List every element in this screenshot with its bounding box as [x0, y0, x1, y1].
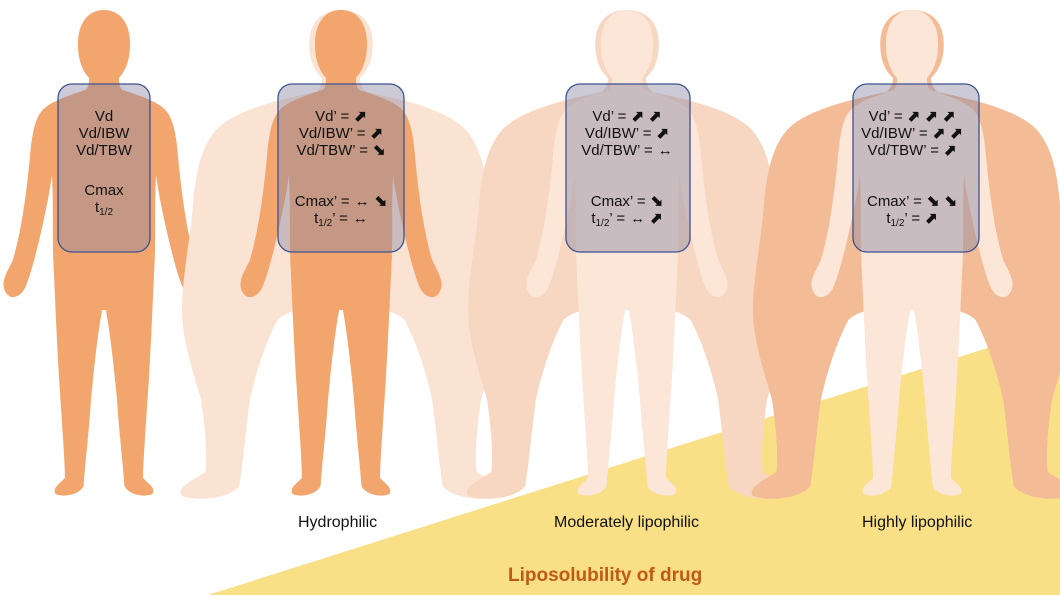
increase-arrow-icon: ⬈ — [631, 108, 644, 125]
parameter-line: Vd/TBW’ = ⬊ — [251, 142, 431, 159]
parameter-line: Vd/IBW’ =⬈ — [537, 125, 717, 142]
increase-arrow-icon: ⬈ — [950, 125, 963, 142]
parameter-line: Vd/IBW’ =⬈ — [251, 125, 431, 142]
subscript: 1/2 — [595, 218, 609, 229]
parameter-line: Vd/IBW — [14, 125, 194, 142]
lean-body-figure — [3, 10, 204, 496]
parameter-line: Vd/TBW — [14, 142, 194, 159]
parameter-suffix: ’ = — [609, 210, 625, 227]
axis-label-liposolubility: Liposolubility of drug — [508, 565, 702, 587]
parameter-text: Vd’ = — [869, 108, 903, 125]
parameter-line: Cmax’ = ⬊ — [537, 193, 717, 210]
decrease-arrow-icon: ⬊ — [651, 193, 664, 210]
parameter-suffix: ’ = — [904, 210, 920, 227]
lean-body-silhouette — [240, 10, 441, 496]
increase-arrow-icon: ⬈ — [944, 142, 957, 159]
increase-arrow-icon: ⬈ — [354, 108, 367, 125]
parameter-text: Cmax — [84, 182, 123, 199]
increase-arrow-icon: ⬈ — [925, 210, 938, 227]
increase-arrow-icon: ⬈ — [925, 108, 938, 125]
parameter-text: Vd’ = — [592, 108, 626, 125]
parameter-text: Vd/IBW — [79, 125, 130, 142]
caption-highly-lipophilic: Highly lipophilic — [862, 514, 972, 532]
parameter-text: Cmax’ = — [867, 193, 922, 210]
unchanged-arrow-icon: ↔ — [658, 142, 673, 159]
parameter-text: Vd — [95, 108, 113, 125]
increase-arrow-icon: ⬈ — [650, 210, 663, 227]
caption-moderately-lipophilic: Moderately lipophilic — [554, 514, 699, 532]
unchanged-arrow-icon: ↔ — [353, 210, 368, 227]
parameter-line: Vd/TBW’ = ↔ — [537, 142, 717, 159]
parameter-text: Vd/IBW’ = — [585, 125, 652, 142]
caption-hydrophilic: Hydrophilic — [298, 514, 377, 532]
lean-body-silhouette — [526, 10, 727, 496]
increase-arrow-icon: ⬈ — [656, 125, 669, 142]
obese-body-figure-hydrophilic — [181, 10, 502, 499]
parameter-text: Vd/TBW’ = — [581, 142, 653, 159]
parameter-text: Cmax’ = — [591, 193, 646, 210]
parameter-line: Cmax’ = ⬊⬊ — [822, 193, 1002, 210]
decrease-arrow-icon: ⬊ — [944, 193, 957, 210]
increase-arrow-icon: ⬈ — [933, 125, 946, 142]
parameter-line: Vd — [14, 108, 194, 125]
unchanged-arrow-icon: ↔ — [630, 210, 645, 227]
subscript: 1/2 — [890, 218, 904, 229]
obese-body-figure-moderately-lipophilic — [467, 10, 788, 499]
decrease-arrow-icon: ⬊ — [375, 193, 388, 210]
parameter-line: Vd/TBW’ = ⬈ — [822, 142, 1002, 159]
parameter-line: t1/2 — [14, 199, 194, 216]
parameter-line: Vd’ =⬈⬈⬈ — [822, 108, 1002, 125]
parameter-line: Vd’ = ⬈ — [251, 108, 431, 125]
increase-arrow-icon: ⬈ — [649, 108, 662, 125]
parameter-text: Cmax’ = — [295, 193, 350, 210]
parameter-line: t1/2’ =↔ — [251, 210, 431, 227]
parameter-text: Vd/TBW’ = — [296, 142, 368, 159]
lean-body-silhouette — [3, 10, 204, 496]
parameter-text: Vd/TBW — [76, 142, 132, 159]
increase-arrow-icon: ⬈ — [943, 108, 956, 125]
increase-arrow-icon: ⬈ — [908, 108, 921, 125]
parameter-text: Vd/TBW’ = — [867, 142, 939, 159]
subscript: 1/2 — [318, 218, 332, 229]
parameter-line: Cmax — [14, 182, 194, 199]
parameter-line: Cmax’ = ↔ ⬊ — [251, 193, 431, 210]
decrease-arrow-icon: ⬊ — [373, 142, 386, 159]
parameter-text: Vd/IBW’ = — [299, 125, 366, 142]
parameter-line: Vd/IBW’ = ⬈⬈ — [822, 125, 1002, 142]
parameter-line: t1/2’ =↔⬈ — [537, 210, 717, 227]
increase-arrow-icon: ⬈ — [370, 125, 383, 142]
decrease-arrow-icon: ⬊ — [927, 193, 940, 210]
parameter-text: Vd’ = — [315, 108, 349, 125]
subscript: 1/2 — [99, 207, 113, 218]
parameter-line: Vd’ = ⬈ ⬈ — [537, 108, 717, 125]
parameter-line: t1/2’ =⬈ — [822, 210, 1002, 227]
parameter-suffix: ’ = — [332, 210, 348, 227]
unchanged-arrow-icon: ↔ — [355, 193, 370, 210]
parameter-text: Vd/IBW’ = — [861, 125, 928, 142]
